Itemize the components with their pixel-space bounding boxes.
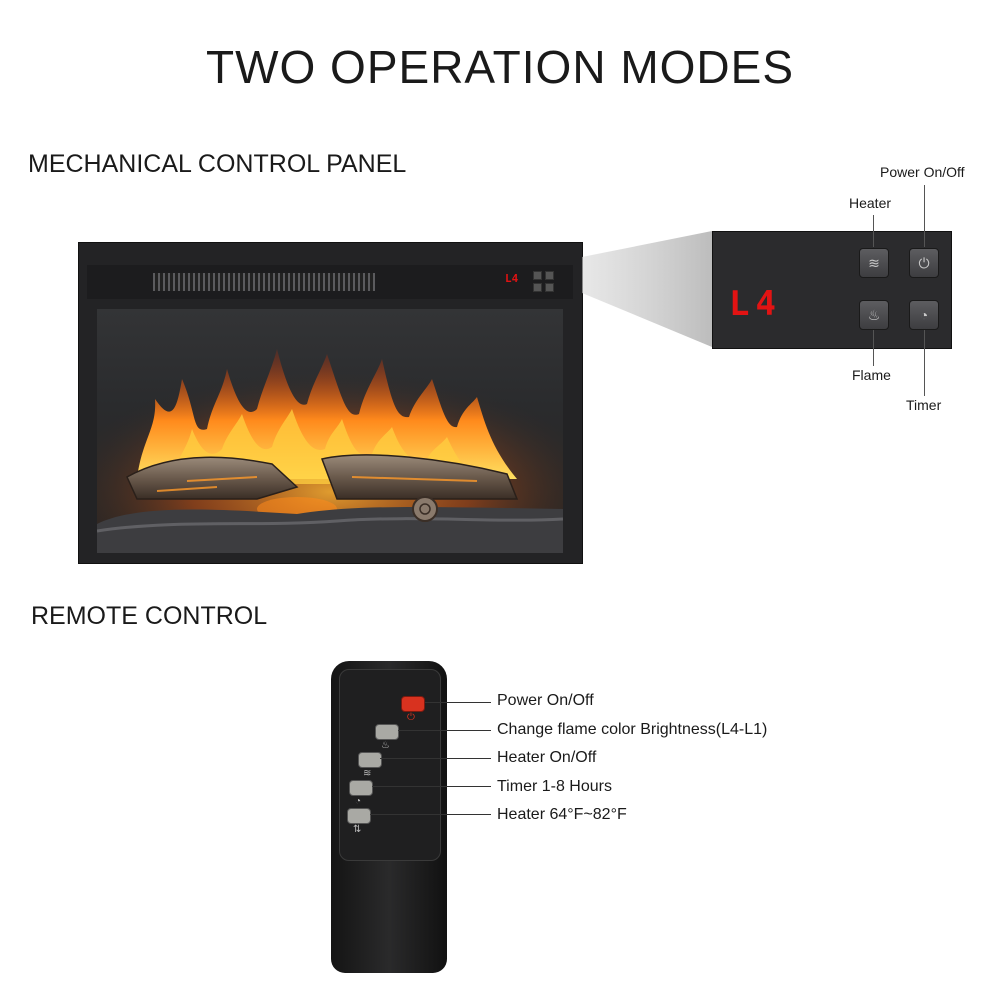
mechanical-heading: MECHANICAL CONTROL PANEL: [28, 150, 407, 178]
flame-leader-line: [873, 330, 874, 366]
mini-led-display: L4: [505, 272, 519, 285]
flame-button[interactable]: ♨: [859, 300, 889, 330]
mini-power-button[interactable]: [545, 271, 554, 280]
heater-vent: [153, 273, 375, 291]
control-panel-zoom: L4 ≋ ⏻ ♨ ◔: [712, 231, 952, 349]
zoom-projection: [582, 231, 712, 347]
remote-label-flame: Change flame color Brightness(L4-L1): [497, 721, 768, 738]
fireplace: L4: [78, 242, 583, 564]
main-title: TWO OPERATION MODES: [205, 41, 795, 93]
remote-leader-line: [372, 786, 491, 787]
power-button[interactable]: ⏻: [909, 248, 939, 278]
remote-leader-line: [370, 814, 491, 815]
flame-icon: ♨: [867, 307, 881, 323]
mini-timer-button[interactable]: [545, 283, 554, 292]
timer-icon: ◔: [919, 307, 929, 323]
flame-logs-illustration: [97, 349, 563, 553]
remote-label-power: Power On/Off: [497, 692, 594, 709]
led-display: L4: [729, 284, 782, 324]
remote-label-temperature: Heater 64°F~82°F: [497, 806, 627, 823]
label-timer: Timer: [906, 397, 942, 413]
power-icon: ⏻: [918, 255, 930, 271]
remote-leader-line: [425, 702, 491, 703]
remote-flame-button[interactable]: [375, 724, 399, 740]
heater-icon: ≋: [868, 255, 880, 271]
heater-leader-line: [873, 215, 874, 247]
mini-flame-button[interactable]: [533, 283, 542, 292]
flame-icon: ♨: [381, 740, 390, 751]
timer-icon: ◔: [355, 796, 362, 807]
power-leader-line: [924, 185, 925, 247]
remote-control: ⏻ ♨ ≋ ◔ ⇅: [331, 661, 447, 973]
remote-label-timer: Timer 1-8 Hours: [497, 778, 612, 795]
remote-heading: REMOTE CONTROL: [31, 602, 268, 630]
label-heater: Heater: [849, 195, 892, 211]
power-icon: ⏻: [407, 712, 415, 723]
remote-temperature-button[interactable]: [347, 808, 371, 824]
timer-button[interactable]: ◔: [909, 300, 939, 330]
remote-power-button[interactable]: [401, 696, 425, 712]
label-flame: Flame: [852, 367, 891, 383]
remote-label-heater: Heater On/Off: [497, 749, 597, 766]
remote-heater-button[interactable]: [358, 752, 382, 768]
remote-leader-line: [380, 758, 491, 759]
heater-button[interactable]: ≋: [859, 248, 889, 278]
arrows-icon: ⇅: [353, 824, 362, 835]
firebox: [97, 309, 563, 553]
heater-icon: ≋: [363, 768, 372, 779]
timer-leader-line: [924, 330, 925, 396]
remote-leader-line: [398, 730, 491, 731]
mini-heater-button[interactable]: [533, 271, 542, 280]
fireplace-control-strip: L4: [87, 265, 573, 299]
label-power: Power On/Off: [880, 164, 965, 180]
remote-timer-button[interactable]: [349, 780, 373, 796]
